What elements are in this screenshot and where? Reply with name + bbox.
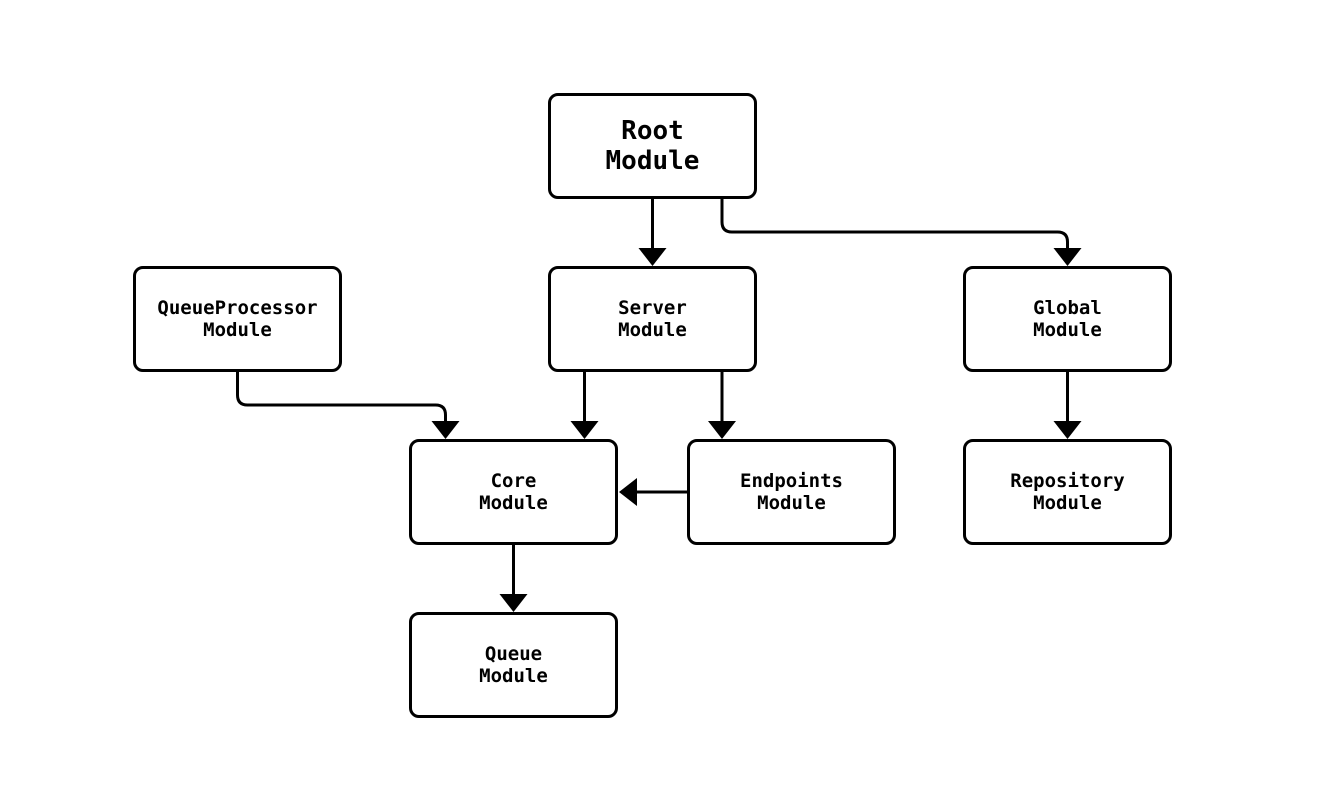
edge-global-to-repository: [1053, 371, 1082, 439]
node-global-module: Global Module: [963, 266, 1172, 372]
node-endpoints-module: Endpoints Module: [687, 439, 896, 545]
node-repository-module: Repository Module: [963, 439, 1172, 545]
edge-endpoints-to-core: [619, 478, 688, 506]
node-core-module: Core Module: [409, 439, 618, 545]
node-endpoints-module-label: Endpoints Module: [740, 470, 843, 514]
edge-queue-processor-to-core: [236, 371, 460, 439]
edge-core-to-queue: [499, 544, 528, 612]
node-queue-processor-module: QueueProcessor Module: [133, 266, 342, 372]
edge-root-to-global: [720, 197, 1082, 266]
node-global-module-label: Global Module: [1033, 297, 1102, 341]
edge-server-to-endpoints: [708, 371, 736, 439]
node-core-module-label: Core Module: [479, 470, 548, 514]
node-queue-module: Queue Module: [409, 612, 618, 718]
node-server-module-label: Server Module: [618, 297, 687, 341]
node-repository-module-label: Repository Module: [1010, 470, 1125, 514]
node-root-module: Root Module: [548, 93, 757, 199]
node-root-module-label: Root Module: [605, 116, 700, 176]
edge-server-to-core: [570, 371, 599, 439]
node-queue-processor-module-label: QueueProcessor Module: [157, 297, 318, 341]
node-queue-module-label: Queue Module: [479, 643, 548, 687]
edge-root-to-server: [638, 197, 667, 266]
node-server-module: Server Module: [548, 266, 757, 372]
